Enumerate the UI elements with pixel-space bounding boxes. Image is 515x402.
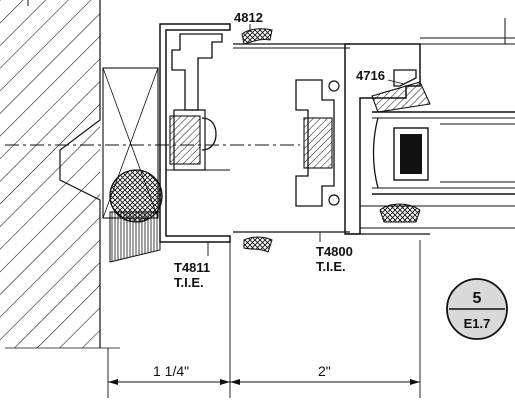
left-frame-code: T4811	[174, 260, 210, 275]
detail-sheet: E1.7	[464, 316, 491, 331]
dimension-left: 1 1/4"	[153, 363, 189, 379]
detail-badge	[446, 278, 508, 340]
detail-number: 5	[473, 290, 482, 307]
part-label-4716: 4716	[356, 68, 385, 83]
dimension-lines	[107, 240, 421, 398]
right-frame-finish: T.I.E.	[316, 259, 346, 274]
right-frame-code: T4800	[316, 244, 353, 259]
part-label-4812: 4812	[234, 10, 263, 25]
leader-lines	[207, 24, 405, 256]
right-frame-profile	[295, 43, 430, 235]
top-gasket	[233, 28, 350, 49]
glazing-gasket-bottom	[360, 203, 515, 229]
left-frame-finish: T.I.E.	[174, 275, 204, 290]
wall-section	[0, 0, 120, 349]
dimension-right: 2"	[318, 363, 331, 379]
bottom-gasket	[233, 231, 350, 253]
sealant-joint	[109, 211, 161, 263]
left-frame-profile	[159, 23, 231, 243]
glazing-stop	[371, 69, 431, 113]
glass-unit	[372, 111, 515, 195]
upper-rails	[420, 18, 515, 45]
